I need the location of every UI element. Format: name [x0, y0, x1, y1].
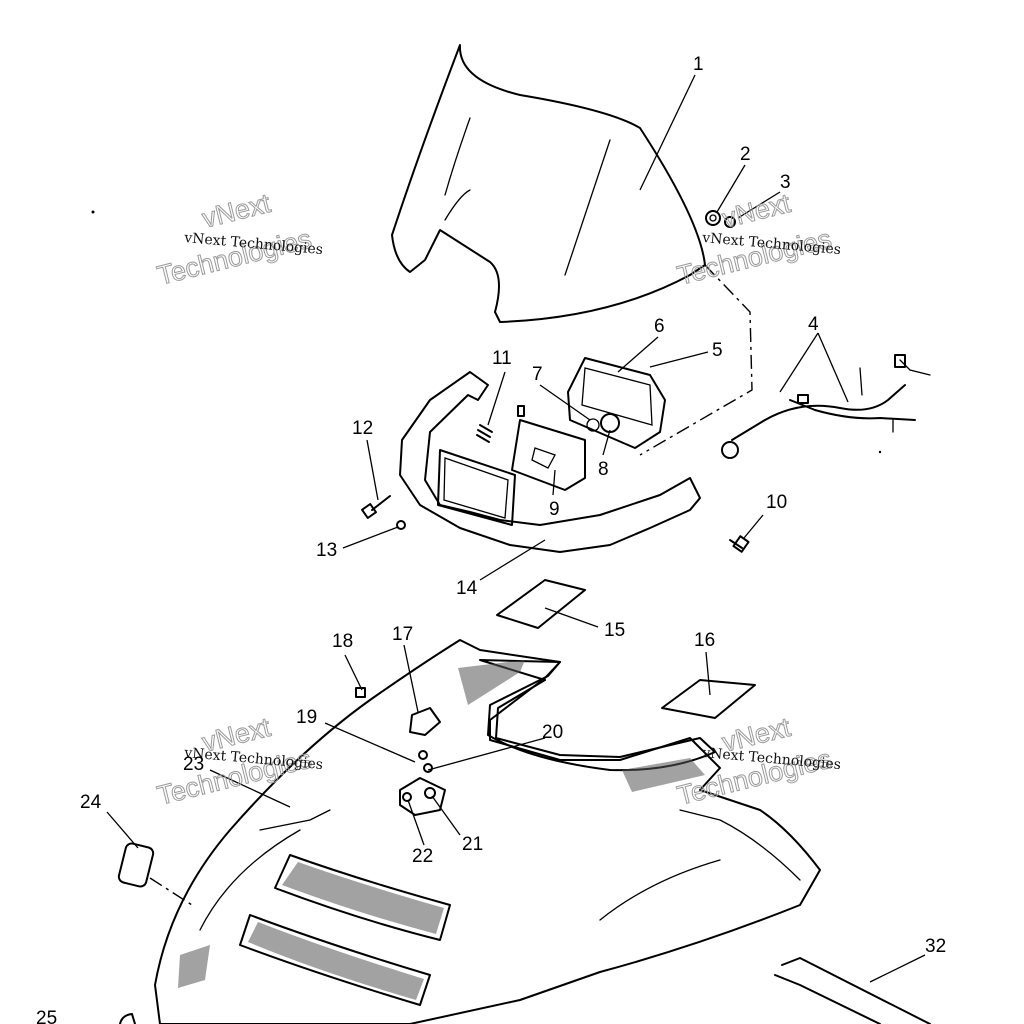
reflector-strip-16 — [661, 679, 756, 719]
wiring-harness — [721, 354, 931, 459]
windshield — [391, 44, 706, 323]
callout-13: 13 — [316, 540, 337, 561]
callout-23: 23 — [183, 754, 204, 775]
watermark-top-left: vNext Technologies vNext Technologies — [154, 187, 324, 291]
callout-16: 16 — [694, 630, 715, 651]
callout-32: 32 — [925, 936, 946, 957]
callout-3: 3 — [780, 172, 791, 193]
screw-13 — [396, 520, 406, 530]
callout-labels: 1 2 3 4 5 6 7 8 9 10 11 12 13 14 15 16 1… — [36, 54, 946, 1024]
part-25 — [119, 1013, 136, 1024]
callout-18: 18 — [332, 631, 353, 652]
callout-11: 11 — [492, 348, 512, 369]
watermark-outline-vnext: vNext — [719, 188, 794, 234]
callout-6: 6 — [654, 316, 665, 337]
support-bracket — [774, 957, 931, 1024]
hinge-bracket — [399, 707, 446, 816]
screw-10 — [729, 535, 750, 553]
callout-22: 22 — [412, 846, 433, 867]
callout-19: 19 — [296, 707, 317, 728]
leader-lines — [106, 74, 926, 983]
callout-4: 4 — [808, 314, 819, 335]
callout-5: 5 — [712, 340, 723, 361]
callout-21: 21 — [462, 834, 483, 855]
headlight-lamp — [511, 405, 586, 491]
callout-17: 17 — [392, 624, 413, 645]
callout-24: 24 — [80, 792, 102, 813]
callout-7: 7 — [532, 364, 543, 385]
grab-handle — [117, 842, 193, 906]
speck — [91, 210, 95, 214]
callout-2: 2 — [740, 144, 751, 165]
headlight-housing — [567, 357, 666, 449]
callout-14: 14 — [456, 578, 478, 599]
spring — [476, 424, 493, 443]
nut-fastener — [705, 210, 721, 226]
callout-25: 25 — [36, 1008, 57, 1024]
callout-10: 10 — [766, 492, 787, 513]
bolt-18 — [355, 687, 366, 698]
speck — [878, 450, 882, 454]
washer — [724, 216, 736, 228]
screw-12 — [361, 495, 391, 519]
watermark-outline-vnext: vNext — [199, 188, 274, 234]
callout-8: 8 — [598, 459, 609, 480]
alignment-line-windshield — [639, 264, 753, 456]
callout-15: 15 — [604, 620, 625, 641]
headlight-bracket — [399, 371, 701, 553]
hood — [154, 639, 821, 1024]
callout-12: 12 — [352, 418, 373, 439]
callout-20: 20 — [542, 722, 563, 743]
callout-9: 9 — [549, 499, 560, 520]
reflector-strip-15 — [496, 579, 586, 629]
callout-1: 1 — [693, 54, 704, 75]
watermark-bottom-right: vNext Technologies vNext Technologies — [674, 711, 842, 811]
